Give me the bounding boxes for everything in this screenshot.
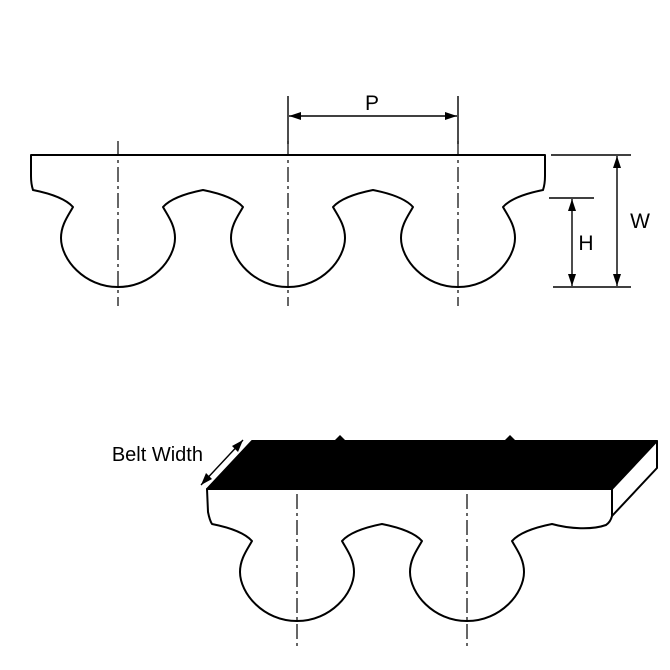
height-arrowhead-bottom bbox=[568, 274, 576, 286]
back-edge-notch-1 bbox=[334, 435, 346, 441]
height-dimension-label: H bbox=[578, 232, 593, 255]
pitch-arrowhead-left bbox=[289, 112, 301, 120]
belt-front-profile bbox=[206, 488, 613, 622]
pitch-arrowhead-right bbox=[445, 112, 457, 120]
width-dimension-label: W bbox=[630, 210, 650, 233]
belt-width-arrowhead-back bbox=[232, 440, 243, 452]
pitch-dimension-label: P bbox=[365, 92, 379, 115]
width-arrowhead-top bbox=[613, 156, 621, 168]
back-edge-notch-2 bbox=[504, 435, 516, 441]
height-arrowhead-top bbox=[568, 199, 576, 211]
belt-top-face bbox=[206, 440, 658, 490]
width-arrowhead-bottom bbox=[613, 274, 621, 286]
belt-width-label: Belt Width bbox=[112, 444, 203, 466]
belt-width-arrowhead-front bbox=[201, 473, 212, 485]
